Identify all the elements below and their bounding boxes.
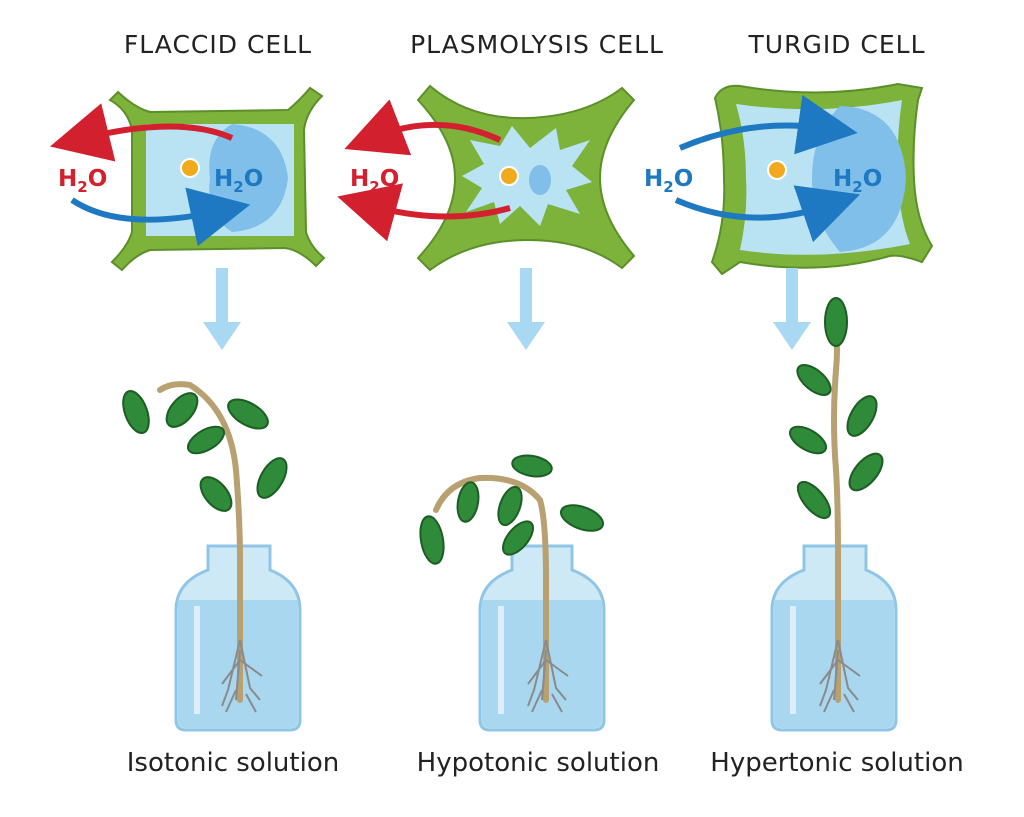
plant-isotonic	[122, 381, 288, 713]
turgid-h2o-left: H2O	[644, 166, 693, 196]
turgid-arrow-in-bottom	[674, 185, 861, 243]
turgid-cell	[710, 82, 934, 276]
flaccid-arrow-in	[70, 187, 251, 247]
flaccid-h2o-right: H2O	[214, 166, 263, 196]
flaccid-arrow-out	[50, 103, 234, 162]
caption-isotonic-solution: Isotonic solution	[126, 748, 340, 778]
plasmolysis-arrow-out-bottom	[337, 183, 511, 242]
down-arrow-turgid	[773, 268, 811, 350]
caption-hypotonic-solution: Hypotonic solution	[416, 748, 660, 778]
flaccid-nucleus	[180, 158, 200, 178]
jar-hypertonic	[770, 544, 898, 732]
turgid-h2o-right: H2O	[833, 166, 882, 196]
plasmolysis-arrow-out-top	[344, 99, 502, 156]
plant-hypotonic	[419, 454, 605, 713]
plant-hypertonic	[788, 297, 884, 713]
title-plasmolysis-cell: PLASMOLYSIS CELL	[410, 30, 664, 59]
turgid-arrow-in-top	[678, 94, 858, 155]
caption-hypertonic-solution: Hypertonic solution	[710, 748, 964, 778]
title-turgid-cell: TURGID CELL	[748, 30, 926, 59]
plasmolysis-cytoplasm	[462, 126, 592, 226]
down-arrow-plasmolysis	[507, 268, 545, 350]
jar-hypotonic	[478, 544, 606, 732]
plasmolysis-cell	[416, 84, 636, 272]
plasmolysis-nucleus	[499, 166, 519, 186]
plasmolysis-h2o: H2O	[350, 166, 399, 196]
title-flaccid-cell: FLACCID CELL	[123, 30, 313, 59]
plasmolysis-vacuole	[529, 165, 551, 195]
turgid-nucleus	[767, 160, 787, 180]
flaccid-h2o-left: H2O	[58, 166, 107, 196]
down-arrow-flaccid	[203, 268, 241, 350]
